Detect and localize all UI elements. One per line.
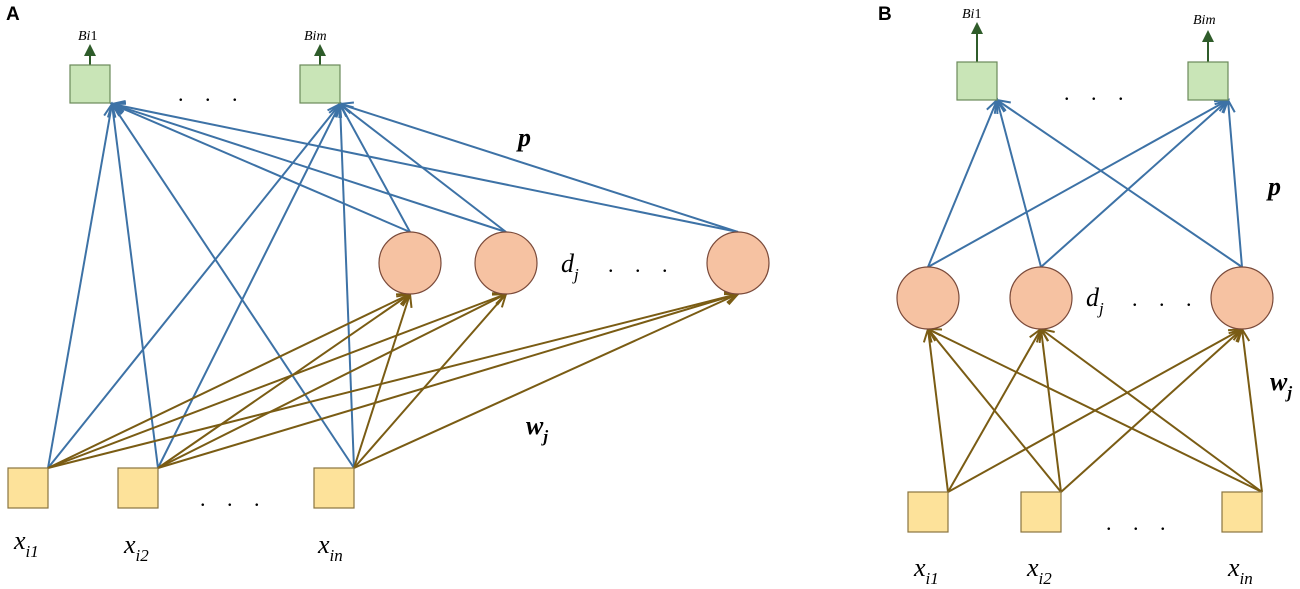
panel-b-input-node-3 <box>1221 491 1263 533</box>
direct-link-blue <box>157 103 341 469</box>
panel-a-input-node-1 <box>7 467 49 509</box>
panel-a-hidden-node-2 <box>474 231 538 295</box>
panel-a-input-ellipsis: . . . <box>200 486 268 511</box>
panel-a-output-node-1: Bi1 <box>69 29 111 104</box>
input-hidden-link-brown <box>157 293 739 469</box>
input-hidden-link-brown <box>353 293 739 469</box>
input-hidden-link-brown <box>1040 328 1062 493</box>
hidden-output-link-blue <box>111 103 411 233</box>
direct-link-blue <box>339 103 355 469</box>
panel-a-output-ellipsis: . . . <box>178 81 246 106</box>
input-hidden-link-brown <box>927 328 949 493</box>
output-label-1: Bi1 <box>78 29 97 44</box>
panel-b-hidden-node-1 <box>896 266 960 330</box>
panel-b-hidden-ellipsis: . . . <box>1132 286 1200 311</box>
panel-a-output-node-2: Bim <box>299 29 341 104</box>
panel-b-label: B <box>878 4 892 25</box>
hidden-output-link-blue <box>927 99 998 268</box>
panel-b-hidden-label: dj <box>1086 283 1104 318</box>
panel-a-input-node-3 <box>313 467 355 509</box>
panel-a-label: A <box>6 4 20 25</box>
panel-a-hidden-label: dj <box>561 249 579 284</box>
hidden-output-link-blue <box>339 103 739 233</box>
output-label-1: Bi1 <box>962 7 981 22</box>
panel-b-weight-p: p <box>1266 172 1281 201</box>
hidden-output-link-blue <box>1227 99 1243 268</box>
panel-a-weight-p: p <box>516 123 531 152</box>
hidden-output-link-blue <box>996 99 1042 268</box>
panel-b-hidden-node-3 <box>1210 266 1274 330</box>
hidden-output-link-blue <box>996 99 1243 268</box>
panel-a-hidden-node-1 <box>378 231 442 295</box>
hidden-output-link-blue <box>339 103 411 233</box>
output-square <box>69 64 111 104</box>
output-label-2: Bim <box>1193 13 1216 28</box>
direct-link-blue <box>111 103 355 469</box>
direct-link-blue <box>47 103 341 469</box>
input-hidden-link-brown <box>353 293 507 469</box>
panel-a-input-label-2: xi2 <box>123 530 149 565</box>
input-hidden-link-brown <box>1060 328 1243 493</box>
panel-a-hidden-node-3 <box>706 231 770 295</box>
input-hidden-link-brown <box>157 293 411 469</box>
panel-a-input-node-2 <box>117 467 159 509</box>
panel-b-output-node-1: Bi1 <box>956 7 998 101</box>
panel-b-input-label-1: xi1 <box>913 553 939 588</box>
panel-b-hidden-node-2 <box>1009 266 1073 330</box>
direct-link-blue <box>111 103 159 469</box>
output-square <box>299 64 341 104</box>
panel-b-input-label-3: xin <box>1227 553 1253 588</box>
panel-a-input-label-3: xin <box>317 530 343 565</box>
input-hidden-link-brown <box>47 293 507 469</box>
input-hidden-link-brown <box>47 293 739 469</box>
hidden-output-link-blue <box>927 99 1229 268</box>
panel-b-input-node-2 <box>1020 491 1062 533</box>
input-hidden-link-brown <box>1241 328 1263 493</box>
panel-a-hidden-ellipsis: . . . <box>608 252 676 277</box>
output-square <box>956 61 998 101</box>
panel-a: A Bi1 Bim . . . p dj . . . wj . . . xi1 … <box>6 4 770 565</box>
panel-b-input-label-2: xi2 <box>1026 553 1052 588</box>
hidden-output-link-blue <box>111 103 739 233</box>
panel-b-output-node-2: Bim <box>1187 13 1229 101</box>
output-square <box>1187 61 1229 101</box>
arrowhead <box>337 101 355 115</box>
panel-b-input-ellipsis: . . . <box>1106 510 1174 535</box>
arrowhead <box>109 99 126 113</box>
hidden-output-link-blue <box>339 103 507 233</box>
panel-b-output-ellipsis: . . . <box>1064 80 1132 105</box>
input-hidden-link-brown <box>947 328 1042 493</box>
panel-b-weight-w: wj <box>1270 367 1292 402</box>
input-hidden-link-brown <box>47 293 411 469</box>
hidden-output-link-blue <box>1040 99 1229 268</box>
panel-a-links <box>47 99 741 469</box>
output-label-2: Bim <box>304 29 327 44</box>
panel-a-weight-w: wj <box>526 411 548 446</box>
direct-link-blue <box>47 103 113 469</box>
input-hidden-link-brown <box>157 293 507 469</box>
panel-b: B Bi1 Bim . . . p dj . . . wj . . . xi1 … <box>878 4 1292 588</box>
input-hidden-link-brown <box>353 293 411 469</box>
panel-a-input-label-1: xi1 <box>13 526 39 561</box>
panel-b-links <box>922 97 1263 493</box>
input-hidden-link-brown <box>947 328 1243 493</box>
panel-b-input-node-1 <box>907 491 949 533</box>
